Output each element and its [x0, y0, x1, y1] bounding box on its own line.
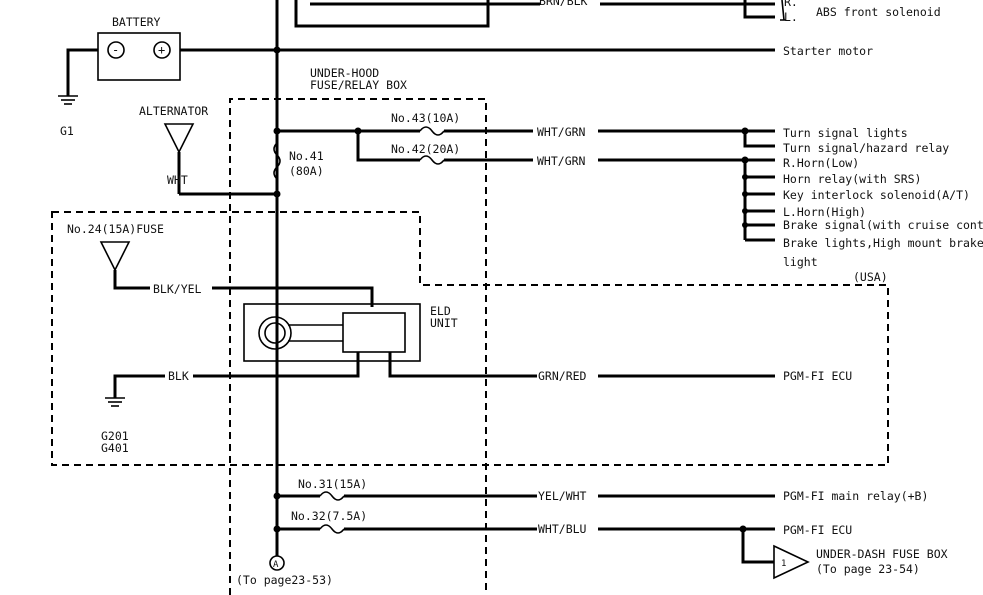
alternator-wht-label: WHT — [167, 173, 188, 187]
fuse-42-icon — [419, 155, 445, 165]
junction-alternator — [273, 190, 281, 198]
grn-red-wire-left — [388, 352, 537, 378]
brake-lights-label: Brake lights,High mount brake — [783, 236, 983, 250]
battery-minus-sign: - — [112, 43, 119, 57]
wht-grn-1-label: WHT/GRN — [537, 125, 586, 139]
eld-sensor-inner — [264, 322, 286, 344]
abs-l-label: L. — [784, 10, 798, 24]
eld-sensor-outer — [258, 316, 292, 350]
eld-label-2: UNIT — [430, 316, 458, 330]
connector-a-icon — [269, 555, 285, 571]
underdash-wire — [741, 529, 774, 564]
pgm-main-relay-label: PGM-FI main relay(+B) — [783, 489, 928, 503]
eld-module — [342, 312, 406, 353]
battery-plus-terminal — [153, 41, 171, 59]
ground-g401-label: G401 — [101, 441, 129, 455]
junction-starter — [273, 46, 281, 54]
key-interlock-label: Key interlock solenoid(A/T) — [783, 188, 970, 202]
alternator-label: ALTERNATOR — [139, 104, 208, 118]
battery-label: BATTERY — [112, 15, 161, 29]
yel-wht-label: YEL/WHT — [538, 489, 587, 503]
fuse-32-label: No.32(7.5A) — [291, 509, 367, 523]
fuse-32-icon — [319, 524, 345, 534]
fuse-31-label: No.31(15A) — [298, 477, 367, 491]
ground-g201-label: G201 — [101, 429, 129, 443]
underdash-page-label: (To page 23-54) — [816, 562, 920, 576]
fuse-41-amp-label: (80A) — [289, 164, 324, 178]
underhood-box-outline — [229, 98, 487, 595]
fuse-43-label: No.43(10A) — [391, 111, 460, 125]
fuse-24-wire — [113, 270, 150, 290]
blk-ground-wire — [113, 374, 165, 398]
fuse-42-feed — [356, 131, 420, 162]
eld-blk-wire — [193, 352, 360, 378]
fuse-31-32-section: No.31(15A) No.32(7.5A) YEL/WHT WHT/BLU P… — [236, 477, 948, 587]
battery-minus-terminal — [107, 41, 125, 59]
turn-hazard-branch — [743, 131, 775, 148]
brn-blk-label: BRN/BLK — [539, 0, 588, 8]
underdash-label: UNDER-DASH FUSE BOX — [816, 547, 948, 561]
fuse-24-icon — [99, 241, 131, 272]
underhood-label-1: UNDER-HOOD — [310, 66, 379, 80]
starter-motor-label: Starter motor — [783, 44, 873, 58]
underdash-connector-number: 1 — [781, 559, 786, 569]
eld-label-1: ELD — [430, 304, 451, 318]
to-page-2353-label: (To page23-53) — [236, 573, 333, 587]
ground-g201-icon — [105, 397, 125, 407]
battery-box — [97, 32, 181, 81]
wht-grn-2-label: WHT/GRN — [537, 154, 586, 168]
ground-g1-icon — [58, 95, 78, 105]
fuse-43-icon — [419, 126, 445, 136]
abs-r-label: R. — [784, 0, 798, 9]
grn-red-label: GRN/RED — [538, 369, 587, 383]
l-horn-label: L.Horn(High) — [783, 205, 866, 219]
top-abs-section: BRN/BLK R. L. ABS front solenoid — [294, 0, 941, 28]
fuse-42-label: No.42(20A) — [391, 142, 460, 156]
blk-yel-label: BLK/YEL — [153, 282, 202, 296]
usa-eld-section: (USA) No.24(15A)FUSE BLK/YEL ELD UNIT BL… — [51, 211, 889, 466]
battery-ground-wire — [66, 48, 98, 96]
fuse-41-icon — [273, 142, 281, 180]
abs-bracket — [780, 0, 786, 21]
fuse-41-section: No.41 (80A) No.43(10A) No.42(20A) WHT/GR… — [273, 111, 983, 269]
usa-label: (USA) — [853, 270, 888, 284]
brake-lights-cont-label: light — [783, 255, 818, 269]
brake-signal-label: Brake signal(with cruise control) — [783, 218, 983, 232]
underdash-connector-icon — [773, 544, 810, 580]
fuse-24-label: No.24(15A)FUSE — [67, 222, 164, 236]
alternator-section: ALTERNATOR WHT — [139, 104, 277, 196]
underhood-label-2: FUSE/RELAY BOX — [310, 78, 407, 92]
horn-relay-label: Horn relay(with SRS) — [783, 172, 921, 186]
battery-section: BATTERY - + G1 Starter motor — [58, 15, 873, 138]
underhood-fuse-box: UNDER-HOOD FUSE/RELAY BOX — [229, 66, 487, 595]
alternator-icon — [163, 123, 195, 154]
r-horn-label: R.Horn(Low) — [783, 156, 859, 170]
connector-a-label: A — [273, 560, 279, 570]
eld-unit-box — [243, 303, 421, 362]
fuse-31-icon — [319, 491, 345, 501]
hazard-relay-label: Turn signal/hazard relay — [783, 141, 949, 155]
battery-plus-sign: + — [158, 43, 165, 57]
wht-blu-label: WHT/BLU — [538, 522, 587, 536]
blk-label: BLK — [168, 369, 189, 383]
fuse-41-label: No.41 — [289, 149, 324, 163]
usa-dashed-region — [51, 211, 889, 466]
abs-branch-l — [743, 0, 775, 19]
pgm-ecu-1-label: PGM-FI ECU — [783, 369, 852, 383]
blk-yel-wire — [212, 286, 374, 307]
turn-signal-label: Turn signal lights — [783, 126, 908, 140]
eld-sensor-link — [288, 324, 343, 342]
ground-g1-label: G1 — [60, 124, 74, 138]
abs-front-solenoid-label: ABS front solenoid — [816, 5, 941, 19]
abs-wire-box — [294, 0, 490, 28]
pgm-ecu-2-label: PGM-FI ECU — [783, 523, 852, 537]
